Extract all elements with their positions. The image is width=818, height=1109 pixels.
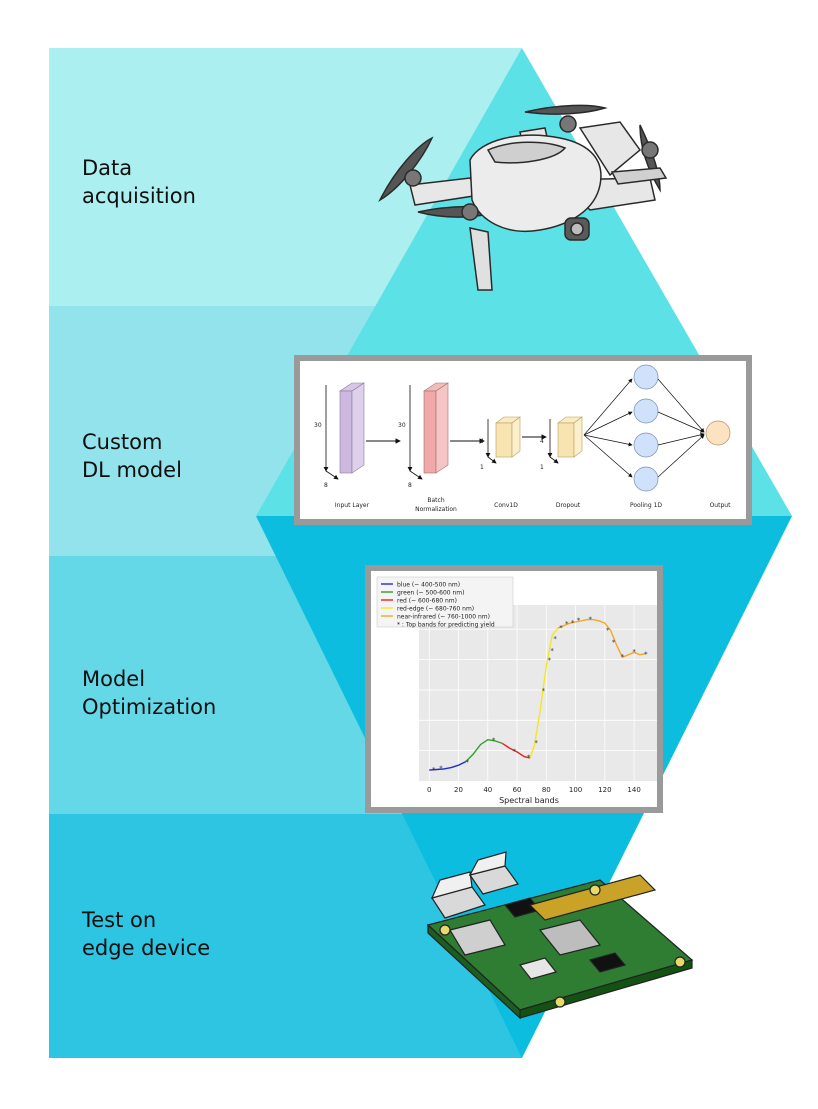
chart-grid (419, 605, 657, 781)
legend-entry: red-edge (~ 680-760 nm) (397, 606, 474, 613)
top-band-marker: * (527, 754, 531, 762)
plot-area (419, 605, 657, 781)
legend-marker-note: * : Top bands for predicting yield (397, 622, 495, 629)
stage-label-edge-device: Test on edge device (82, 908, 211, 960)
batchnorm-dim-a: 30 (398, 422, 406, 429)
top-band-marker: * (439, 765, 443, 773)
layer-name-input: Input Layer (335, 502, 370, 509)
legend-entry: green (~ 500-600 nm) (397, 590, 464, 597)
legend-entry: blue (~ 400-500 nm) (397, 582, 460, 589)
x-tick-label: 20 (454, 786, 463, 794)
top-band-marker: * (512, 748, 516, 756)
x-tick-label: 120 (598, 786, 611, 794)
stage-label-data-acquisition: Data acquisition (82, 156, 196, 208)
series-line (502, 742, 531, 759)
stage-label-model-optimization: Model Optimization (82, 667, 217, 719)
legend-entry: red (~ 600-680 nm) (397, 598, 457, 605)
input-dim-a: 30 (314, 422, 322, 429)
series-line (429, 760, 467, 771)
layer-name-batch: Batch (427, 497, 444, 504)
top-band-marker: * (612, 638, 616, 646)
top-band-marker: * (492, 737, 496, 745)
x-axis-ticks: 0 20 40 60 80 100 120 140 (427, 786, 641, 794)
chart-series (429, 618, 646, 771)
drone-icon (378, 104, 668, 291)
series-line (557, 618, 646, 659)
dropout-dim-b: 1 (540, 464, 544, 471)
dropout-dim-a: 4 (540, 438, 544, 445)
top-band-marker: * (621, 653, 625, 661)
stage-label-custom-dl-model: Custom DL model (82, 430, 182, 482)
top-band-marker: * (542, 687, 546, 695)
layer-name-normalization: Normalization (415, 506, 457, 513)
top-band-marker: * (466, 759, 470, 767)
top-band-marker: * (534, 739, 538, 747)
top-band-marker: * (547, 657, 551, 665)
top-band-marker: * (553, 635, 557, 643)
conv1d-dim-a: 4 (480, 438, 484, 445)
top-band-marker: * (644, 651, 648, 659)
chart-markers: ********************* (432, 615, 648, 774)
top-band-marker: * (632, 648, 636, 656)
top-band-marker: * (588, 615, 592, 623)
top-band-marker: * (571, 619, 575, 627)
conv1d-dim-b: 1 (480, 464, 484, 471)
input-dim-b: 8 (324, 482, 328, 489)
layer-name-output: Output (710, 502, 731, 509)
top-band-marker: * (559, 624, 563, 632)
chart-legend: blue (~ 400-500 nm)green (~ 500-600 nm)r… (376, 576, 514, 629)
legend-entry: near-infrared (~ 760-1000 nm) (397, 614, 490, 621)
layer-name-conv1d: Conv1D (494, 502, 518, 509)
top-band-marker: * (432, 766, 436, 774)
x-axis-label: Spectral bands (499, 796, 559, 805)
top-band-marker: * (606, 626, 610, 634)
series-line (529, 627, 559, 759)
top-band-marker: * (565, 620, 569, 628)
x-tick-label: 100 (569, 786, 582, 794)
top-band-marker: * (577, 617, 581, 625)
x-tick-label: 80 (542, 786, 551, 794)
edge-device-board-icon (426, 851, 694, 1020)
series-line (465, 738, 503, 763)
x-tick-label: 140 (627, 786, 640, 794)
dl-model-architecture-panel: 30 8 30 8 4 1 4 1 Input Layer Batch Norm… (294, 355, 752, 525)
top-band-marker: * (550, 647, 554, 655)
x-tick-label: 40 (483, 786, 492, 794)
x-tick-label: 60 (513, 786, 522, 794)
x-tick-label: 0 (427, 786, 431, 794)
layer-name-pooling: Pooling 1D (630, 502, 662, 509)
dl-model-architecture-diagram: 30 8 30 8 4 1 4 1 Input Layer Batch Norm… (314, 364, 731, 513)
batchnorm-dim-b: 8 (408, 482, 412, 489)
layer-name-dropout: Dropout (556, 502, 581, 509)
